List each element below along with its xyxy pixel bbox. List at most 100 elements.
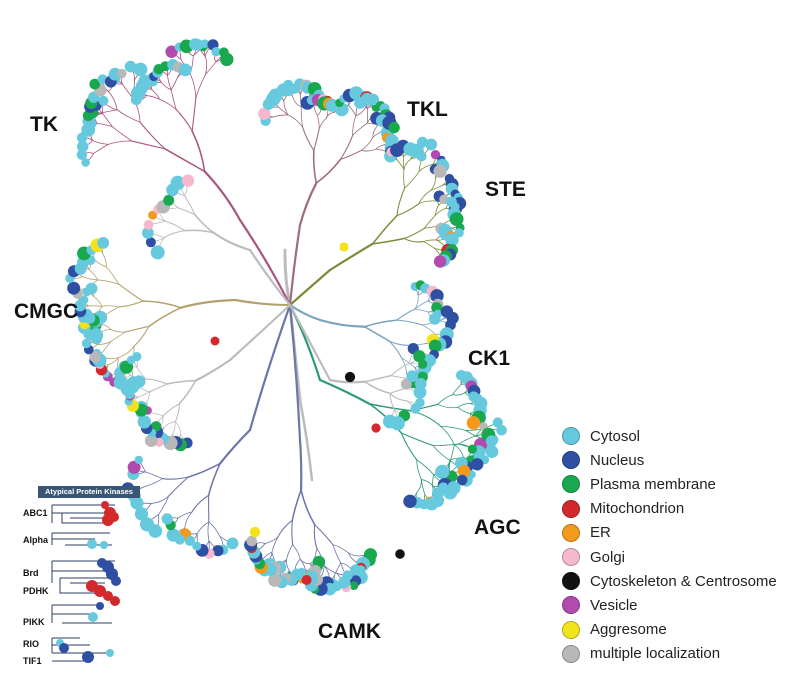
tree-branch [434, 204, 440, 216]
kinase-dot [435, 464, 450, 479]
legend-label: Mitochondrion [590, 500, 685, 518]
tree-branch [434, 248, 441, 256]
legend-label: ER [590, 524, 611, 542]
tree-branch [424, 214, 436, 229]
kinase-dot [113, 375, 128, 390]
tree-branch [396, 203, 419, 217]
tree-branch [137, 391, 151, 398]
legend-item-cytoskeleton: Cytoskeleton & Centrosome [562, 569, 797, 593]
tree-branch [277, 106, 289, 116]
tree-branch [151, 495, 170, 504]
kinase-dot [142, 227, 154, 239]
legend-label: Golgi [590, 548, 626, 566]
tree-branch [414, 308, 429, 313]
tree-branch [170, 89, 177, 110]
kinase-dot [406, 370, 419, 382]
tree-branch [149, 412, 164, 417]
tree-branch [388, 340, 403, 359]
tree-branch [333, 562, 342, 577]
kinase-dot [246, 535, 257, 547]
tree-branch [352, 115, 357, 137]
tree-branch [212, 231, 252, 252]
kinase-dot [144, 434, 158, 448]
legend-swatch [562, 548, 580, 567]
tree-branch [328, 242, 374, 272]
legend-label: multiple localization [590, 645, 721, 663]
legend-item-multiple-localization: multiple localization [562, 642, 797, 666]
tree-branch [93, 258, 107, 268]
tree-branch [323, 565, 338, 574]
kinase-dot [178, 63, 192, 77]
tree-branch [388, 340, 411, 346]
kinase-dot [181, 174, 195, 187]
tree-branch [452, 383, 462, 396]
kinase-dot [400, 378, 412, 390]
tree-branch [184, 229, 215, 234]
tree-branch [204, 56, 208, 75]
kinase-dot [226, 537, 239, 550]
tree-branch [418, 189, 432, 205]
tree-branch [404, 171, 420, 189]
group-label-cmgc: CMGC [14, 300, 79, 323]
tree-branch [203, 170, 242, 222]
tree-branch [118, 283, 144, 302]
legend-swatch [562, 572, 580, 591]
legend-item-cytosol: Cytosol [562, 424, 797, 448]
kinase-dot [301, 575, 312, 585]
kinase-dot [81, 158, 90, 167]
tree-branch [389, 392, 408, 402]
tree-branch [143, 478, 163, 488]
localization-legend: Cytosol Nucleus Plasma membrane Mitochon… [562, 424, 797, 666]
tree-branch [116, 109, 141, 123]
tree-branch [403, 237, 425, 243]
atypical-kinases-panel: Atypical Protein Kinases ABC1 Alpha Brd … [20, 483, 140, 668]
legend-swatch [562, 475, 580, 494]
legend-label: Plasma membrane [590, 475, 716, 493]
tree-branch [291, 519, 294, 545]
group-stem [248, 303, 292, 432]
tree-branch [263, 551, 273, 559]
tree-branch [403, 227, 425, 239]
group-stem [288, 268, 332, 307]
atypical-family-pikk: PIKK [23, 617, 45, 627]
tree-branch [390, 363, 409, 377]
tree-branch [101, 305, 120, 308]
tree-branch [110, 331, 127, 342]
kinase-dot [165, 45, 178, 58]
tree-branch [172, 421, 176, 435]
kinase-dot [134, 507, 149, 521]
atypical-family-alpha: Alpha [23, 535, 49, 545]
tree-branch [131, 140, 166, 150]
tree-branch [102, 113, 114, 128]
tree-branch [81, 276, 99, 281]
tree-branch [255, 542, 266, 545]
tree-branch [423, 239, 437, 242]
kinase-dot [258, 107, 271, 120]
tree-branch [174, 403, 181, 423]
tree-branch [218, 428, 252, 465]
tree-branch [184, 511, 193, 529]
kinase-dot [383, 414, 397, 429]
tree-branch [414, 300, 429, 310]
kinase-dot [395, 549, 405, 559]
tree-branch [401, 357, 416, 368]
tree-branch [136, 366, 147, 380]
tree-branch [191, 494, 210, 513]
tree-branch [150, 88, 161, 100]
kinase-dot [417, 136, 428, 148]
tree-branch [418, 163, 434, 172]
tree-branch [196, 521, 210, 535]
tree-branch [167, 74, 172, 91]
legend-item-aggresome: Aggresome [562, 618, 797, 642]
tree-branch [402, 155, 405, 171]
kinase-dot [81, 338, 92, 349]
tree-branch [277, 519, 293, 538]
tree-branch [285, 559, 290, 572]
tree-branch [437, 394, 454, 405]
legend-swatch [562, 451, 580, 470]
tree-branch [195, 73, 206, 99]
kinase-dot [430, 150, 441, 160]
tree-branch [160, 81, 172, 91]
kinase-dot [388, 121, 400, 134]
tree-branch [141, 300, 182, 309]
